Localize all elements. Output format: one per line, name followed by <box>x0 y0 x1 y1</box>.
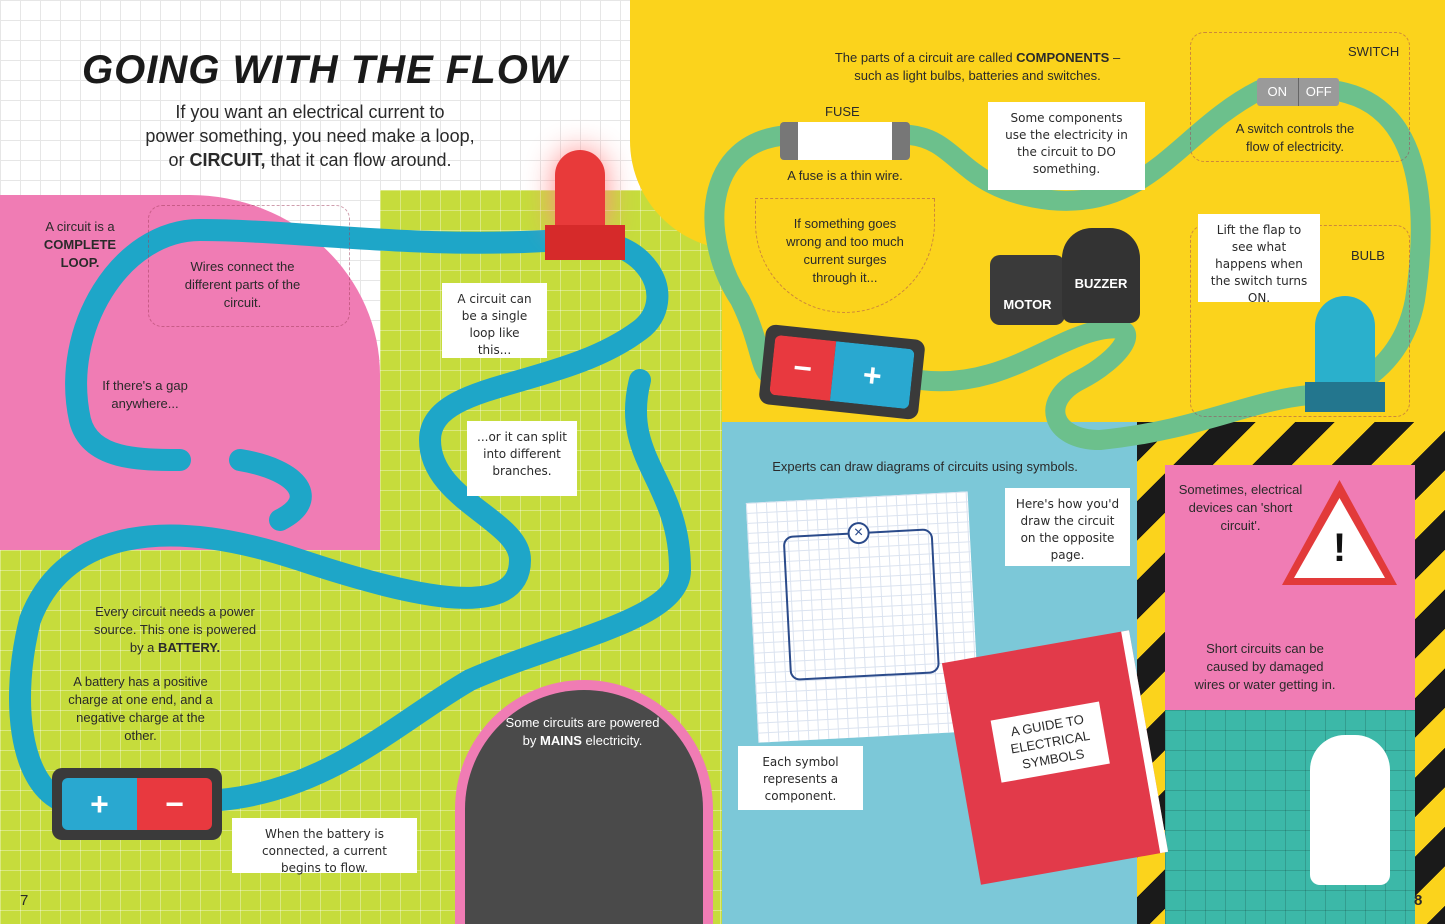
green-wire <box>704 80 1431 451</box>
battery-left: + − <box>52 768 222 840</box>
bulb-icon <box>1315 296 1375 386</box>
book-title: A GUIDE TO ELECTRICAL SYMBOLS <box>990 701 1110 783</box>
switch-toggle[interactable]: ON OFF <box>1257 78 1339 106</box>
motor-icon: MOTOR <box>990 255 1065 325</box>
symbols-book: A GUIDE TO ELECTRICAL SYMBOLS <box>941 630 1169 885</box>
single-loop-bubble: A circuit can be a single loop like this… <box>442 283 547 358</box>
negative-terminal: − <box>137 778 212 830</box>
battery-connected-bubble: When the battery is connected, a current… <box>232 818 417 875</box>
experts-text: Experts can draw diagrams of circuits us… <box>772 459 1078 474</box>
circuit-diagram-paper: × <box>745 491 981 743</box>
fuse-text: A fuse is a thin wire. <box>787 168 903 183</box>
positive-terminal: + <box>829 341 915 410</box>
battery-charge-text: A battery has a positive charge at one e… <box>68 674 213 743</box>
bulb-base <box>1305 382 1385 412</box>
short-circuit-panel <box>1165 465 1415 710</box>
fuse-label: FUSE <box>825 104 860 119</box>
diagram-circuit <box>782 528 941 681</box>
mains-text: Some circuits are powered by MAINS elect… <box>505 715 660 748</box>
short-cause-text: Short circuits can be caused by damaged … <box>1194 641 1336 692</box>
power-source-text: Every circuit needs a power source. This… <box>93 604 257 655</box>
switch-on: ON <box>1257 78 1299 106</box>
lift-flap-bubble: Lift the flap to see what happens when t… <box>1198 214 1320 305</box>
switch-off: OFF <box>1305 84 1332 99</box>
symbol-bubble: Each symbol represents a component. <box>738 746 863 810</box>
fuse-icon <box>780 122 910 160</box>
positive-terminal: + <box>62 778 137 830</box>
intro-text: If you want an electrical current to pow… <box>145 102 475 170</box>
siren-light <box>555 150 605 230</box>
page-number-left: 7 <box>20 892 29 909</box>
components-text: The parts of a circuit are called COMPON… <box>834 50 1121 83</box>
fuse-flap-text: If something goes wrong and too much cur… <box>786 216 904 285</box>
toilet-icon <box>1310 735 1390 885</box>
page-number-right: 8 <box>1414 892 1423 909</box>
diagram-bubble: Here's how you'd draw the circuit on the… <box>1005 488 1130 566</box>
branches-bubble: ...or it can split into different branch… <box>467 421 577 496</box>
wires-flap[interactable] <box>148 205 350 327</box>
pink-circle <box>0 195 380 550</box>
switch-text: A switch controls the flow of electricit… <box>1235 121 1355 154</box>
buzzer-icon: BUZZER <box>1062 228 1140 323</box>
negative-terminal: − <box>769 334 837 401</box>
battery-right: − + <box>758 323 926 421</box>
switch-flap[interactable] <box>1190 32 1410 162</box>
switch-label: SWITCH <box>1348 44 1400 59</box>
gap-text: If there's a gap anywhere... <box>102 378 188 411</box>
short-circuit-text: Sometimes, electrical devices can 'short… <box>1178 482 1303 533</box>
blue-wire <box>9 218 692 811</box>
page-title: GOING WITH THE FLOW <box>82 48 568 92</box>
components-bubble: Some components use the electricity in t… <box>988 102 1145 190</box>
wires-text: Wires connect the different parts of the… <box>184 259 301 310</box>
siren-base <box>545 225 625 260</box>
mains-arch <box>455 680 713 924</box>
bulb-label: BULB <box>1351 248 1385 263</box>
